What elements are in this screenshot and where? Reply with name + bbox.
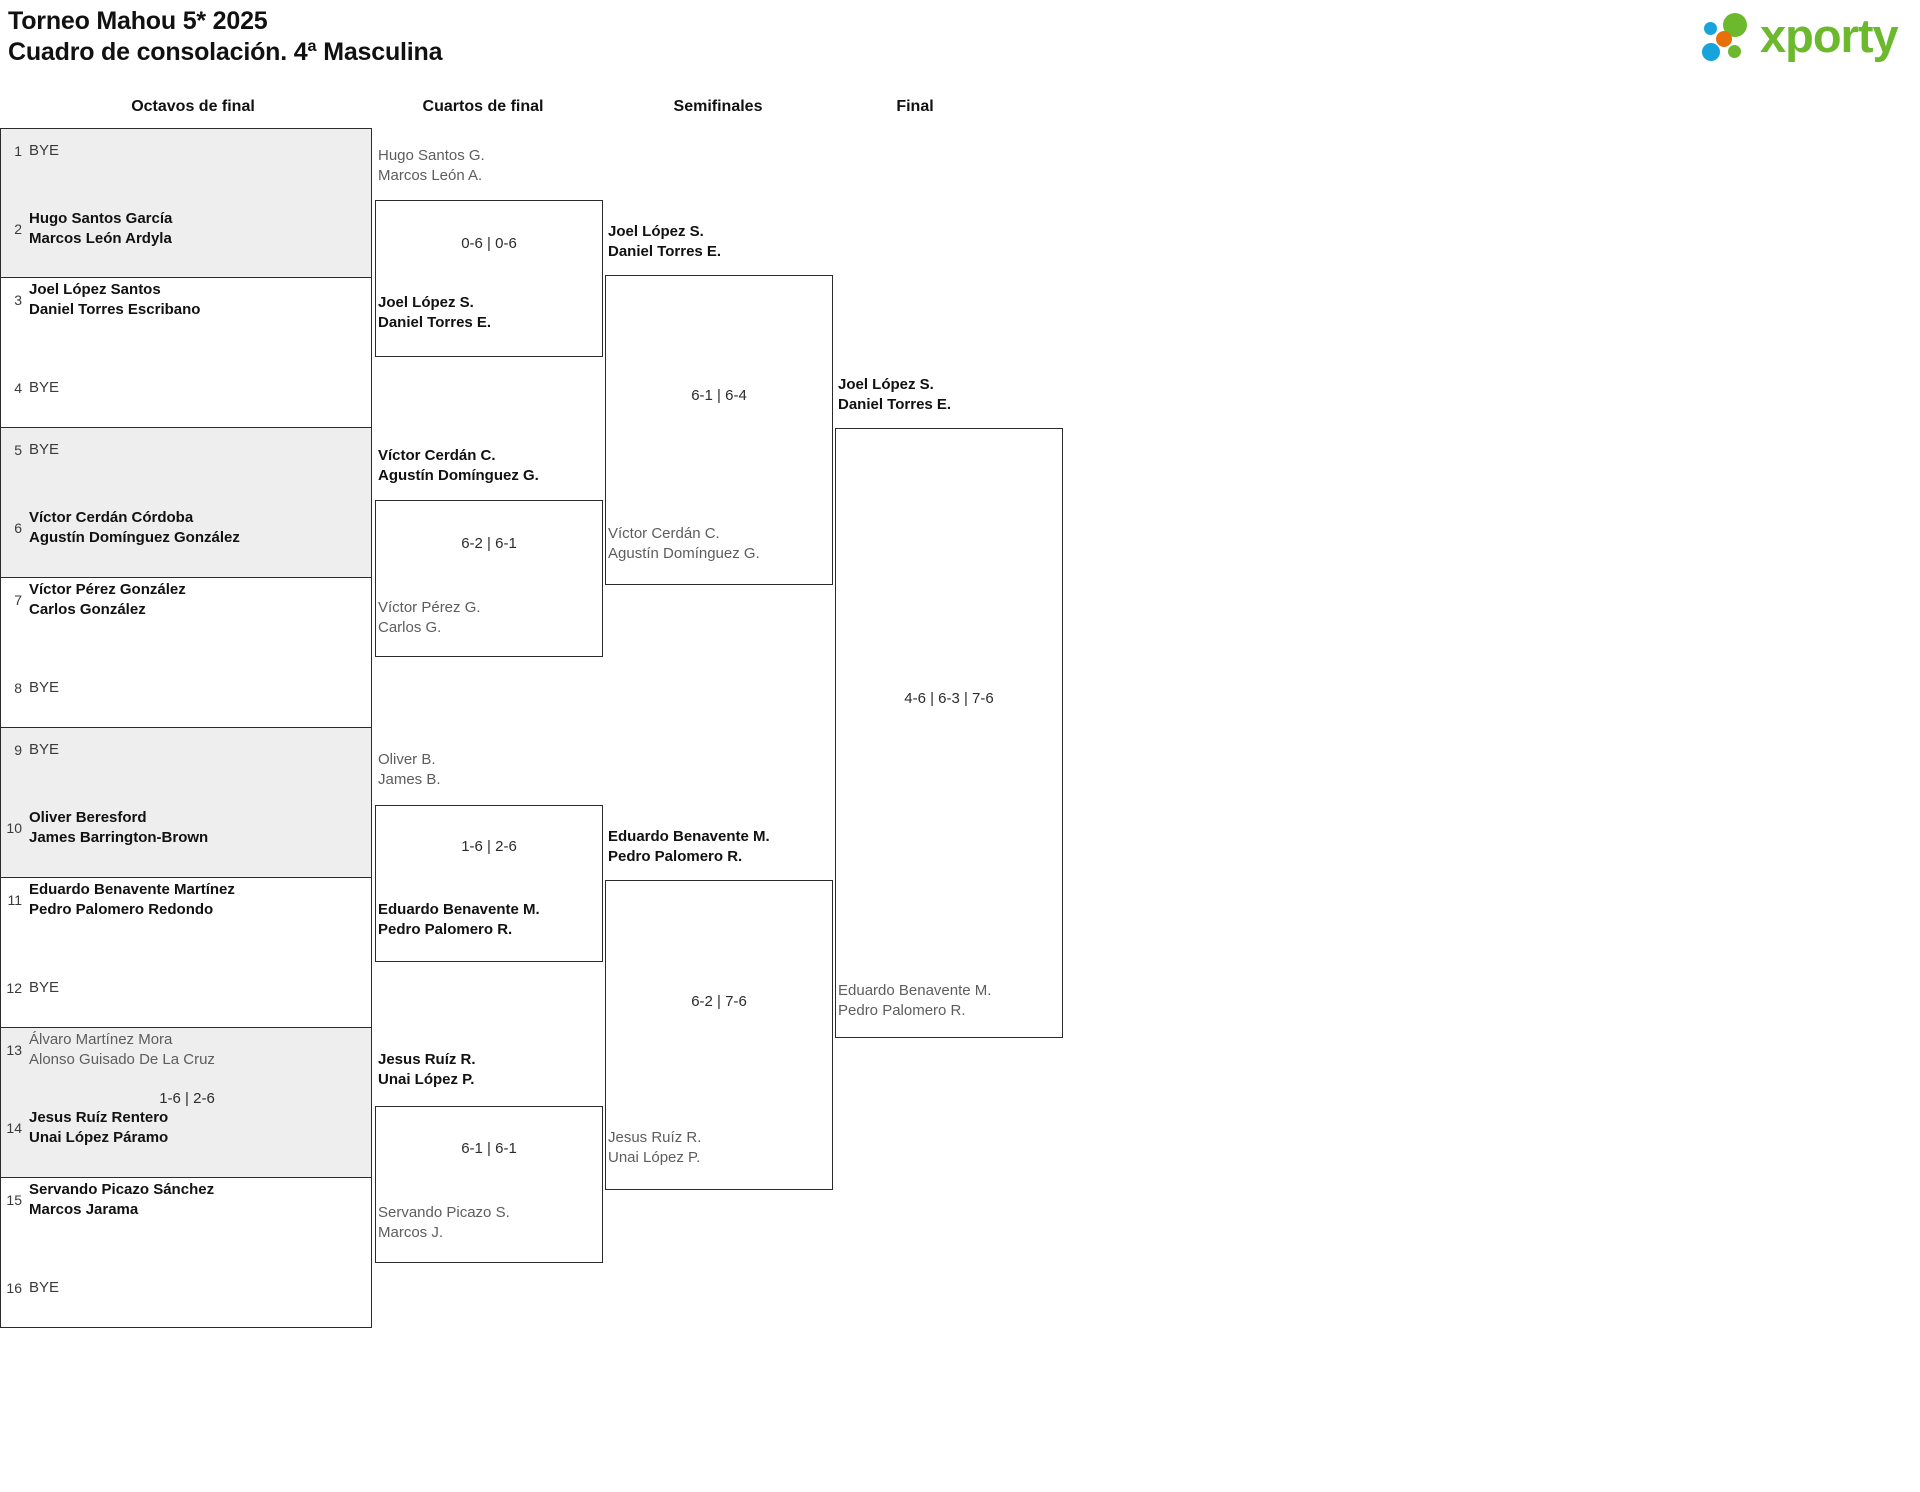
seed-entrant: Oliver Beresford James Barrington-Brown: [29, 809, 209, 846]
entrant-r3-m1-bottom: Víctor Cerdán C. Agustín Domínguez G.: [608, 525, 760, 562]
entrant-r3-m2-bottom: Jesus Ruíz R. Unai López P.: [608, 1129, 702, 1166]
match-block-r1-m5[interactable]: 9 BYE 10 Oliver Beresford James Barringt…: [0, 728, 372, 878]
seed-number: 3: [14, 292, 22, 308]
entrant-r2-m4-top: Jesus Ruíz R. Unai López P.: [378, 1051, 476, 1088]
match-score-r2-m4: 6-1 | 6-1: [461, 1140, 517, 1157]
match-score-r3-m1: 6-1 | 6-4: [691, 387, 747, 404]
tournament-subtitle: Cuadro de consolación. 4ª Masculina: [8, 38, 443, 66]
seed-number: 6: [14, 520, 22, 536]
round-header-final: Final: [896, 98, 934, 115]
match-block-r1-m8[interactable]: 15 Servando Picazo Sánchez Marcos Jarama…: [0, 1178, 372, 1328]
page-header: Torneo Mahou 5* 2025 Cuadro de consolaci…: [0, 0, 1920, 84]
seed-number: 16: [6, 1280, 22, 1296]
logo-dot-blue-large-icon: [1702, 43, 1720, 61]
seed-entrant: BYE: [29, 142, 60, 159]
match-score-r3-m2: 6-2 | 7-6: [691, 993, 747, 1010]
match-block-r1-m7[interactable]: 13 Álvaro Martínez Mora Alonso Guisado D…: [0, 1028, 372, 1178]
round-header-semifinales: Semifinales: [673, 98, 763, 115]
match-block-r1-m3[interactable]: 5 BYE 6 Víctor Cerdán Córdoba Agustín Do…: [0, 428, 372, 578]
seed-entrant: Servando Picazo Sánchez Marcos Jarama: [29, 1181, 215, 1218]
match-score-r4-final: 4-6 | 6-3 | 7-6: [904, 690, 994, 707]
entrant-r2-m2-bottom: Víctor Pérez G. Carlos G.: [378, 599, 481, 636]
match-box-r2-m3[interactable]: [375, 805, 603, 962]
entrant-r3-m2-top: Eduardo Benavente M. Pedro Palomero R.: [608, 828, 770, 865]
entrant-r3-m1-top: Joel López S. Daniel Torres E.: [608, 223, 722, 260]
seed-number: 8: [14, 680, 22, 696]
seed-number: 15: [6, 1192, 22, 1208]
match-box-r2-m1[interactable]: [375, 200, 603, 357]
seed-number: 1: [14, 143, 22, 159]
seed-entrant: Eduardo Benavente Martínez Pedro Palomer…: [29, 881, 235, 918]
entrant-r2-m1-bottom: Joel López S. Daniel Torres E.: [378, 294, 492, 331]
match-score-r2-m1: 0-6 | 0-6: [461, 235, 517, 252]
seed-entrant: Víctor Pérez González Carlos González: [29, 581, 186, 618]
seed-entrant: BYE: [29, 441, 60, 458]
entrant-r4-final-bottom: Eduardo Benavente M. Pedro Palomero R.: [838, 982, 992, 1019]
seed-number: 5: [14, 442, 22, 458]
seed-entrant: BYE: [29, 379, 60, 396]
seed-entrant: Víctor Cerdán Córdoba Agustín Domínguez …: [29, 509, 240, 546]
seed-number: 11: [7, 892, 22, 908]
seed-entrant: BYE: [29, 1279, 60, 1296]
seed-number: 12: [6, 980, 22, 996]
seed-entrant: BYE: [29, 679, 60, 696]
match-box-r2-m4[interactable]: [375, 1106, 603, 1263]
logo-wordmark: xporty: [1760, 9, 1899, 62]
match-block-r1-m6[interactable]: 11 Eduardo Benavente Martínez Pedro Palo…: [0, 878, 372, 1028]
match-block-r1-m2[interactable]: 3 Joel López Santos Daniel Torres Escrib…: [0, 278, 372, 428]
match-box-r3-m2[interactable]: [605, 880, 833, 1190]
entrant-r4-final-top: Joel López S. Daniel Torres E.: [838, 376, 952, 413]
round-header-octavos: Octavos de final: [131, 98, 255, 115]
match-box-r2-m2[interactable]: [375, 500, 603, 657]
seed-number: 2: [14, 221, 22, 237]
seed-number: 7: [14, 592, 22, 608]
logo-dot-green-small-icon: [1728, 45, 1741, 58]
seed-entrant: Hugo Santos García Marcos León Ardyla: [29, 210, 173, 247]
entrant-r2-m3-top: Oliver B. James B.: [378, 751, 441, 788]
entrant-r2-m3-bottom: Eduardo Benavente M. Pedro Palomero R.: [378, 901, 540, 938]
match-box-r4-final[interactable]: [835, 428, 1063, 1038]
tournament-name: Torneo Mahou 5* 2025: [8, 7, 268, 35]
match-score-r2-m3: 1-6 | 2-6: [461, 838, 517, 855]
seed-entrant: Álvaro Martínez Mora Alonso Guisado De L…: [29, 1031, 215, 1068]
xporty-logo[interactable]: xporty: [1702, 8, 1912, 64]
round-header-cuartos: Cuartos de final: [422, 98, 544, 115]
entrant-r2-m2-top: Víctor Cerdán C. Agustín Domínguez G.: [378, 447, 539, 484]
match-box-r3-m1[interactable]: [605, 275, 833, 585]
entrant-r2-m1-top: Hugo Santos G. Marcos León A.: [378, 147, 485, 184]
match-score-r1-m7: 1-6 | 2-6: [159, 1090, 215, 1107]
logo-dots-icon: [1702, 12, 1764, 62]
entrant-r2-m4-bottom: Servando Picazo S. Marcos J.: [378, 1204, 510, 1241]
seed-number: 9: [14, 742, 22, 758]
seed-number: 14: [6, 1120, 22, 1136]
seed-number: 10: [6, 820, 22, 836]
seed-number: 13: [6, 1042, 22, 1058]
match-block-r1-m4[interactable]: 7 Víctor Pérez González Carlos González …: [0, 578, 372, 728]
logo-dot-blue-small-icon: [1704, 22, 1717, 35]
match-score-r2-m2: 6-2 | 6-1: [461, 535, 517, 552]
seed-entrant: Jesus Ruíz Rentero Unai López Páramo: [29, 1109, 169, 1146]
seed-entrant: BYE: [29, 979, 60, 996]
page-title: Torneo Mahou 5* 2025 Cuadro de consolaci…: [8, 6, 442, 68]
seed-entrant: BYE: [29, 741, 60, 758]
match-block-r1-m1[interactable]: 1 BYE 2 Hugo Santos García Marcos León A…: [0, 128, 372, 278]
seed-number: 4: [14, 380, 22, 396]
logo-dot-orange-icon: [1716, 31, 1732, 47]
seed-entrant: Joel López Santos Daniel Torres Escriban…: [29, 281, 201, 318]
